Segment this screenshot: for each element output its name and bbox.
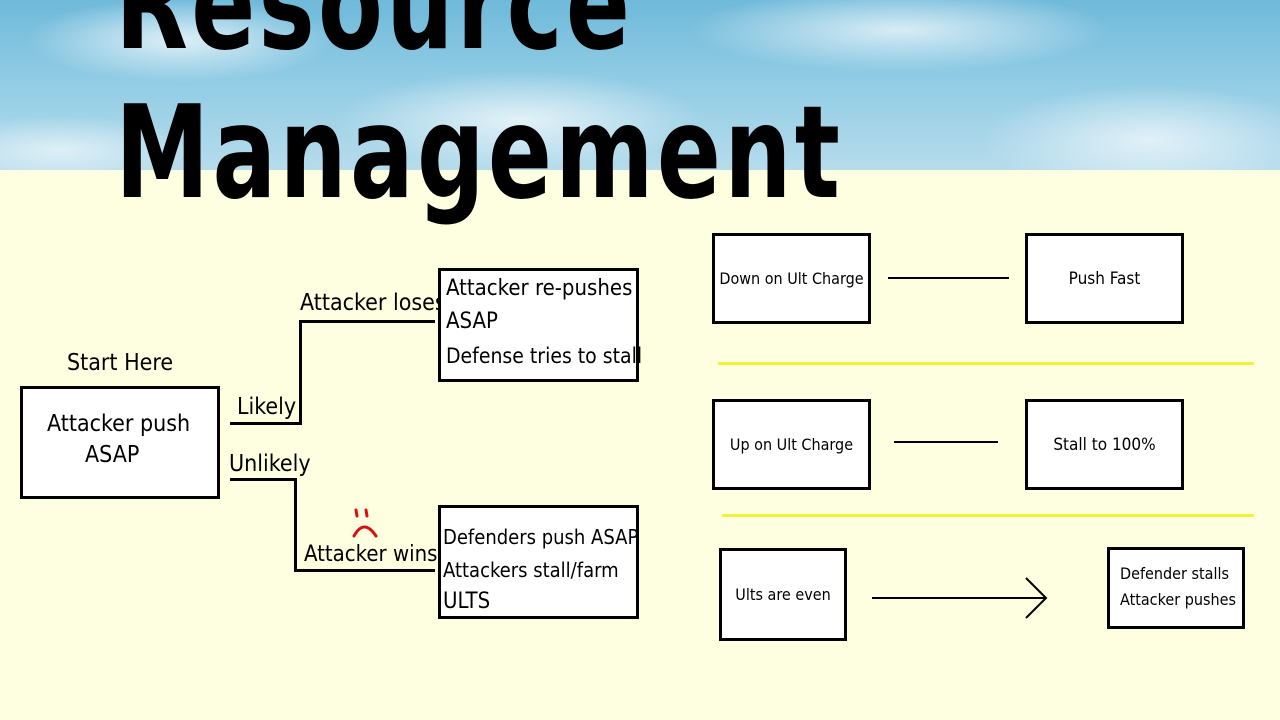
down-ult-box: Down on Ult Charge [712,233,871,324]
likely-vertical [299,320,302,425]
sad-face-icon [352,508,378,538]
loses-connector [299,320,435,323]
yellow-divider-1 [718,362,1254,365]
wins-box-line-3: ULTS [443,589,491,614]
wins-connector [294,569,435,572]
banner-sky [0,0,1280,170]
unlikely-connector [230,478,297,481]
up-ult-label: Up on Ult Charge [729,435,854,454]
start-box-line-2: ASAP [85,442,140,468]
attacker-loses-box: Attacker re-pushes ASAP Defense tries to… [438,268,643,382]
up-ult-box: Up on Ult Charge [712,399,871,490]
defender-stalls-box: Defender stalls Attacker pushes [1107,547,1245,629]
down-ult-label: Down on Ult Charge [719,269,864,288]
start-box: Attacker push ASAP [20,386,220,499]
loses-box-line-2: ASAP [446,309,498,334]
likely-connector [230,422,302,425]
page-title: Resource Management [115,0,844,228]
ults-even-label: Ults are even [735,585,831,604]
attacker-wins-box: Defenders push ASAP Attackers stall/farm… [438,505,639,619]
stall-box: Stall to 100% [1025,399,1184,490]
stall-label: Stall to 100% [1053,434,1156,455]
wins-box-line-2: Attackers stall/farm [443,558,619,582]
start-label: Start Here [67,350,174,376]
likely-label: Likely [237,394,297,420]
attacker-loses-label: Attacker loses [300,290,446,316]
push-fast-box: Push Fast [1025,233,1184,324]
unlikely-vertical [294,478,297,572]
wins-box-line-1: Defenders push ASAP [443,525,639,549]
ults-even-box: Ults are even [719,548,847,641]
start-box-line-1: Attacker push [47,411,191,437]
row2-connector [894,441,998,443]
arrow-right-icon [872,577,1048,619]
loses-box-line-3: Defense tries to stall [446,344,643,368]
yellow-divider-2 [722,514,1254,517]
attacker-wins-label: Attacker wins [304,542,438,567]
defender-stalls-line-2: Attacker pushes [1120,590,1236,609]
defender-stalls-line-1: Defender stalls [1120,564,1229,583]
push-fast-label: Push Fast [1068,268,1141,289]
row1-connector [888,277,1009,279]
unlikely-label: Unlikely [229,451,311,477]
loses-box-line-1: Attacker re-pushes [446,276,633,301]
